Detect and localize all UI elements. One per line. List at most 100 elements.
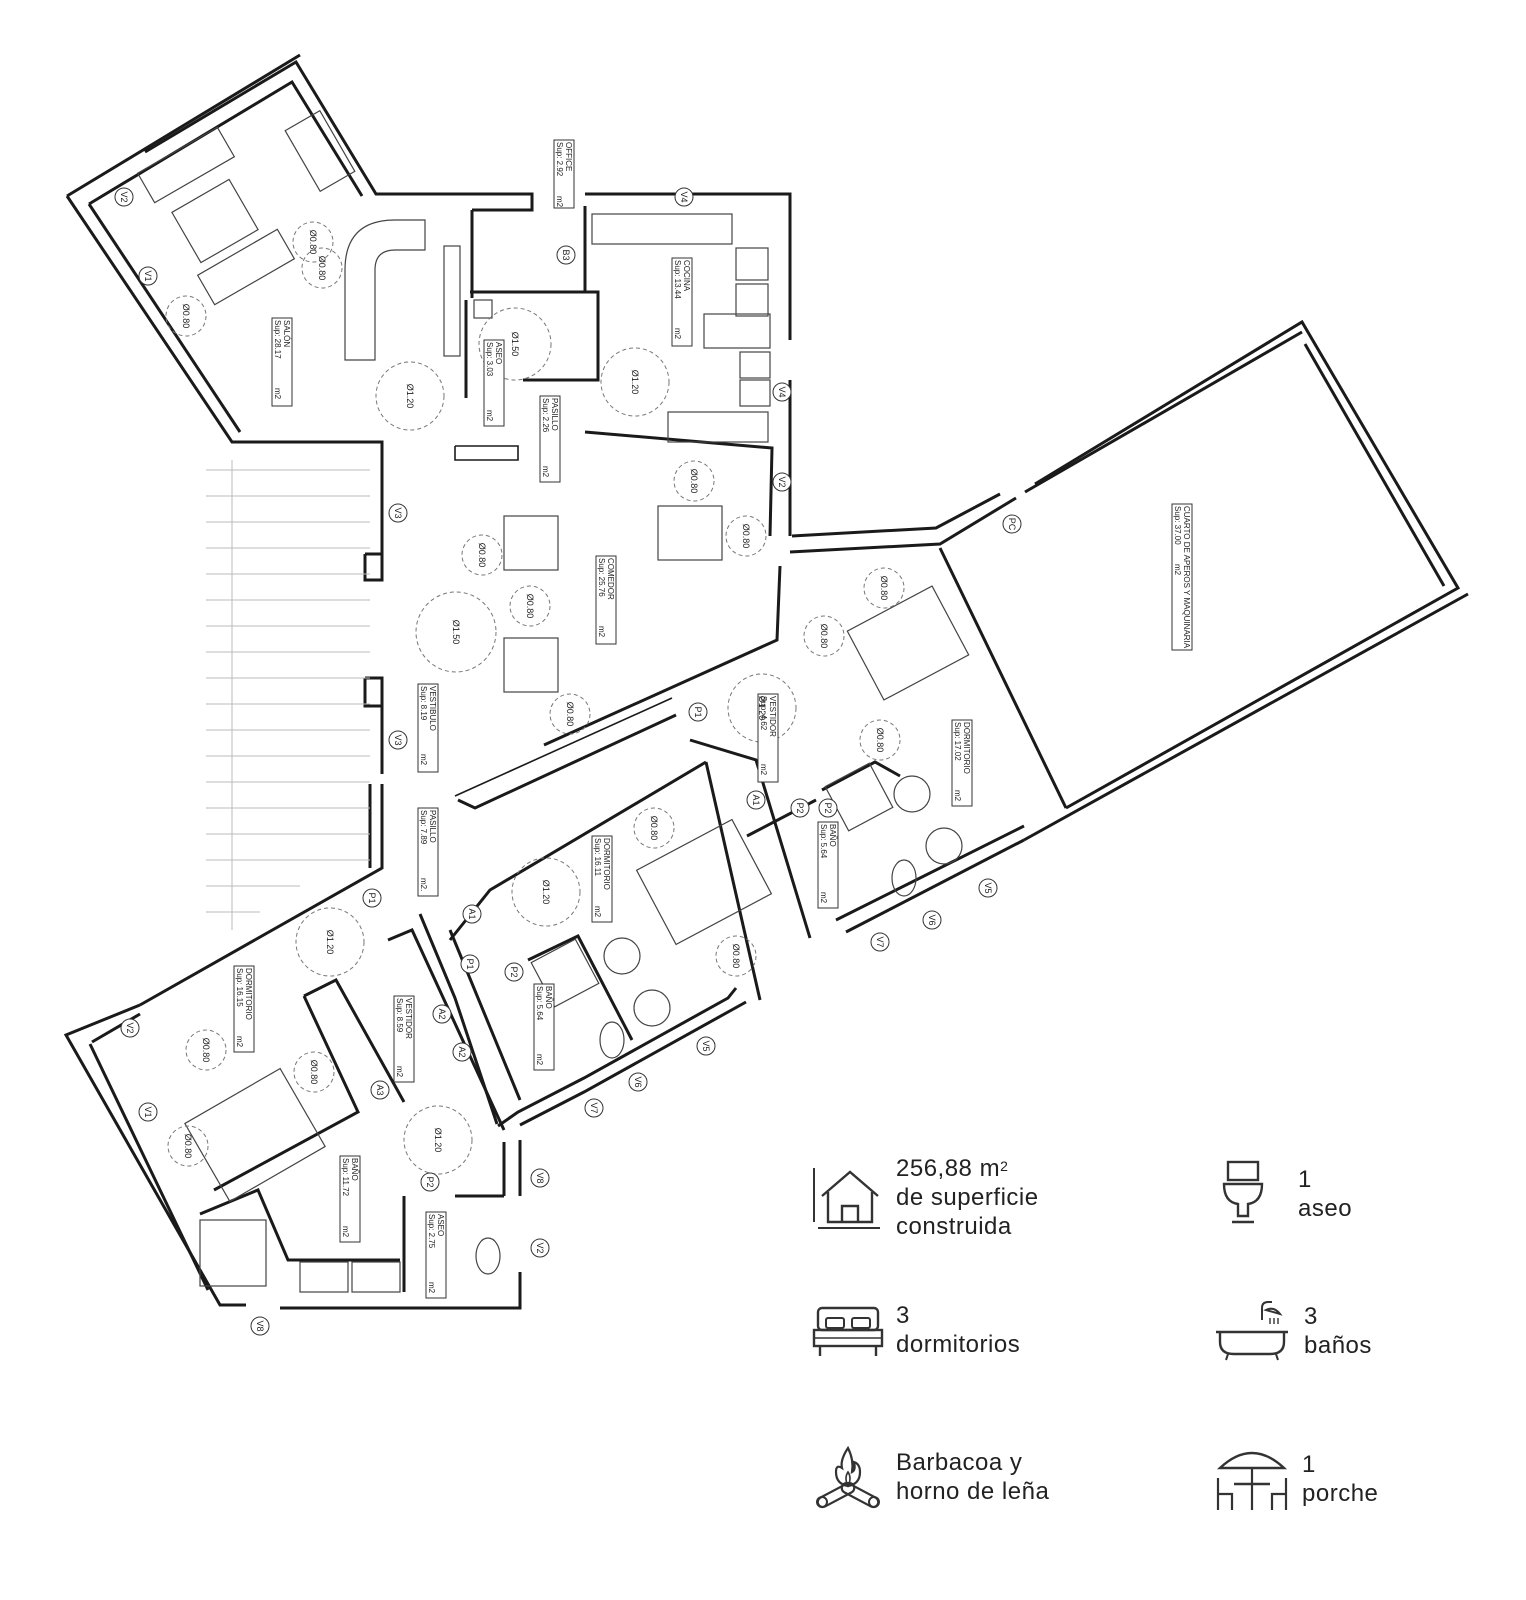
svg-text:DORMITORIO: DORMITORIO bbox=[962, 722, 971, 774]
svg-text:m2: m2 bbox=[819, 892, 828, 904]
svg-text:V5: V5 bbox=[983, 882, 993, 893]
opening-tag: V5 bbox=[978, 878, 998, 898]
svg-text:m2: m2 bbox=[273, 388, 282, 400]
circle-label: Ø0.80 bbox=[183, 1134, 193, 1159]
svg-text:m2: m2 bbox=[759, 764, 768, 776]
svg-text:PASILLO: PASILLO bbox=[428, 810, 437, 843]
circle-label: Ø0.80 bbox=[181, 304, 191, 329]
opening-tag: P2 bbox=[790, 798, 810, 818]
svg-text:P2: P2 bbox=[823, 802, 833, 813]
opening-tag: V8 bbox=[530, 1168, 550, 1188]
circle-label: Ø0.80 bbox=[477, 543, 487, 568]
svg-text:COMEDOR: COMEDOR bbox=[606, 558, 615, 600]
opening-tag: V2 bbox=[114, 187, 134, 207]
opening-tag: V6 bbox=[628, 1072, 648, 1092]
svg-text:V2: V2 bbox=[119, 191, 129, 202]
circle-label: Ø1.50 bbox=[451, 620, 461, 645]
svg-text:OFFICE: OFFICE bbox=[564, 142, 573, 171]
opening-tags: V2V1V4B3V4V2V3V3PCP1P2A1P1A1P2P1A2A2A3V2… bbox=[114, 187, 1022, 1336]
svg-text:Sup: 5.64: Sup: 5.64 bbox=[819, 824, 828, 859]
svg-text:V4: V4 bbox=[777, 386, 787, 397]
opening-tag: P2 bbox=[818, 798, 838, 818]
svg-text:B3: B3 bbox=[561, 249, 571, 260]
opening-tag: V1 bbox=[138, 266, 158, 286]
svg-text:m2: m2 bbox=[597, 626, 606, 638]
furniture bbox=[136, 109, 970, 1293]
circle-label: Ø1.20 bbox=[405, 384, 415, 409]
opening-tag: V4 bbox=[772, 382, 792, 402]
banos-value: 3 bbox=[1304, 1303, 1318, 1330]
svg-text:V1: V1 bbox=[143, 1106, 153, 1117]
opening-tag: A3 bbox=[370, 1080, 390, 1100]
umbrella-table-icon bbox=[1216, 1451, 1288, 1510]
svg-text:BAÑO: BAÑO bbox=[544, 986, 553, 1009]
horno-label: horno de leña bbox=[896, 1478, 1050, 1505]
svg-text:Sup: 17.02: Sup: 17.02 bbox=[953, 722, 962, 761]
opening-tag: B3 bbox=[556, 245, 576, 265]
svg-text:CUARTO DE APEROS Y MAQUINARIA: CUARTO DE APEROS Y MAQUINARIA bbox=[1182, 506, 1191, 649]
porche-value: 1 bbox=[1302, 1451, 1316, 1478]
svg-text:Sup: 3.03: Sup: 3.03 bbox=[485, 342, 494, 377]
svg-text:Sup: 13.44: Sup: 13.44 bbox=[673, 260, 682, 299]
svg-text:V8: V8 bbox=[255, 1320, 265, 1331]
svg-text:BAÑO: BAÑO bbox=[350, 1158, 359, 1181]
svg-text:A1: A1 bbox=[467, 908, 477, 919]
svg-text:m2: m2 bbox=[485, 410, 494, 422]
opening-tag: P2 bbox=[504, 962, 524, 982]
svg-text:Sup: 5.64: Sup: 5.64 bbox=[535, 986, 544, 1021]
circle-label: Ø0.80 bbox=[201, 1038, 211, 1063]
opening-tag: P1 bbox=[362, 888, 382, 908]
circle-label: Ø0.80 bbox=[525, 594, 535, 619]
svg-text:BAÑO: BAÑO bbox=[828, 824, 837, 847]
svg-text:V8: V8 bbox=[535, 1172, 545, 1183]
svg-text:Sup: 2.92: Sup: 2.92 bbox=[555, 142, 564, 177]
svg-text:Sup: 16.15: Sup: 16.15 bbox=[235, 968, 244, 1007]
porche-label: porche bbox=[1302, 1480, 1379, 1507]
svg-text:A2: A2 bbox=[437, 1008, 447, 1019]
opening-tag: V2 bbox=[772, 472, 792, 492]
opening-tag: A1 bbox=[462, 904, 482, 924]
svg-text:A2: A2 bbox=[457, 1046, 467, 1057]
svg-text:P1: P1 bbox=[465, 958, 475, 969]
circle-label: Ø0.80 bbox=[317, 256, 327, 281]
porch-slats bbox=[206, 460, 370, 930]
svg-text:V7: V7 bbox=[875, 936, 885, 947]
svg-text:m2: m2 bbox=[593, 906, 602, 918]
circle-label: Ø0.80 bbox=[308, 230, 318, 255]
opening-tag: V5 bbox=[696, 1036, 716, 1056]
campfire-icon bbox=[816, 1445, 880, 1509]
opening-tag: V3 bbox=[388, 503, 408, 523]
svg-text:V1: V1 bbox=[143, 270, 153, 281]
circle-label: Ø0.80 bbox=[565, 702, 575, 727]
circle-label: Ø0.80 bbox=[309, 1060, 319, 1085]
svg-text:m2: m2 bbox=[535, 1054, 544, 1066]
svg-text:VESTIBULO: VESTIBULO bbox=[428, 686, 437, 731]
opening-tag: V2 bbox=[530, 1238, 550, 1258]
opening-tag: V7 bbox=[870, 932, 890, 952]
opening-tag: P1 bbox=[688, 702, 708, 722]
svg-text:m2: m2 bbox=[235, 1036, 244, 1048]
banos-label: baños bbox=[1304, 1332, 1372, 1359]
circle-labels: Ø0.80Ø0.80Ø0.80Ø1.20Ø1.50Ø1.20Ø0.80Ø0.80… bbox=[181, 230, 889, 1159]
circle-label: Ø1.20 bbox=[630, 370, 640, 395]
barbacoa-label: Barbacoa y bbox=[896, 1449, 1023, 1476]
area-label: de superficie bbox=[896, 1184, 1039, 1211]
opening-tag: V6 bbox=[922, 910, 942, 930]
circle-label: Ø0.80 bbox=[731, 944, 741, 969]
